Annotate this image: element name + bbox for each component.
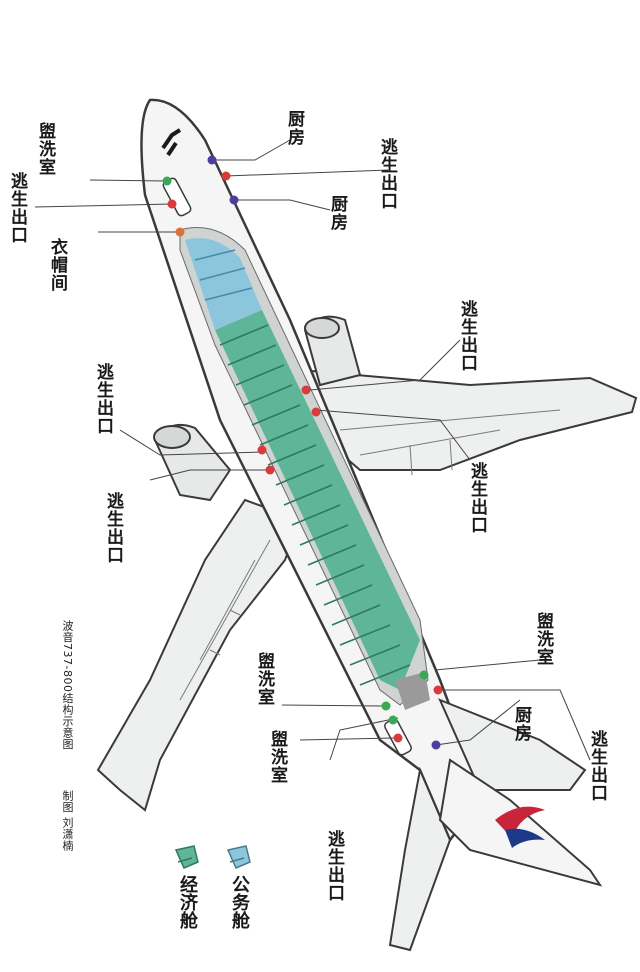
label-galley-rear: 厨房 bbox=[511, 706, 531, 742]
legend-economy-seat-icon bbox=[174, 845, 199, 869]
exit-dot bbox=[167, 199, 177, 209]
galley-dot bbox=[431, 740, 441, 750]
label-exit-rear-right: 逃生出口 bbox=[587, 730, 607, 802]
galley-dot bbox=[229, 195, 239, 205]
exit-dot bbox=[221, 171, 231, 181]
left-wing-detail bbox=[179, 539, 271, 701]
label-galley-front-2: 厨房 bbox=[327, 195, 347, 231]
label-exit-overwing-right-2: 逃生出口 bbox=[467, 462, 487, 534]
label-exit-overwing-left-1: 逃生出口 bbox=[93, 363, 113, 435]
legend-economy-label: 经济舱 bbox=[177, 875, 198, 929]
business-seat-rows bbox=[194, 249, 253, 301]
left-engine-intake bbox=[153, 425, 191, 449]
right-engine-intake bbox=[304, 317, 340, 339]
exit-dot bbox=[393, 733, 403, 743]
right-wing-detail bbox=[339, 409, 561, 476]
label-lavatory-rear-left-2: 盥洗室 bbox=[267, 730, 287, 784]
rear-galley-area bbox=[395, 672, 430, 710]
exit-dot bbox=[265, 465, 275, 475]
label-exit-overwing-left-2: 逃生出口 bbox=[103, 492, 123, 564]
label-exit-rear-left: 逃生出口 bbox=[324, 830, 344, 902]
label-lavatory-front: 盥洗室 bbox=[35, 122, 55, 176]
tail-stabilizer-left bbox=[388, 766, 452, 952]
label-lavatory-rear-right: 盥洗室 bbox=[533, 612, 553, 666]
label-cloakroom: 衣帽间 bbox=[47, 238, 67, 292]
exit-dot bbox=[257, 445, 267, 455]
legend-business-label: 公务舱 bbox=[229, 875, 250, 929]
cloakroom-dot bbox=[175, 227, 185, 237]
exit-dot bbox=[311, 407, 321, 417]
cockpit-window bbox=[161, 128, 182, 157]
exit-dot bbox=[433, 685, 443, 695]
economy-class-zone bbox=[215, 310, 420, 690]
legend-business-seat-icon bbox=[226, 845, 251, 869]
label-exit-front-right: 逃生出口 bbox=[377, 138, 397, 210]
lavatory-dot bbox=[162, 176, 172, 186]
lavatory-dot bbox=[388, 715, 398, 725]
exit-dot bbox=[301, 385, 311, 395]
label-galley-front-1: 厨房 bbox=[284, 110, 304, 146]
economy-seat-rows bbox=[219, 324, 411, 686]
business-class-zone bbox=[185, 238, 262, 330]
lavatory-dot bbox=[381, 701, 391, 711]
right-wing bbox=[298, 368, 638, 471]
tail-logo-blue bbox=[505, 828, 545, 848]
lavatory-dot bbox=[419, 670, 429, 680]
diagram-caption: 波音737-800结构示意图 bbox=[61, 620, 74, 750]
label-exit-overwing-right-1: 逃生出口 bbox=[457, 300, 477, 372]
leader-lines bbox=[34, 139, 591, 761]
galley-dot bbox=[207, 155, 217, 165]
label-lavatory-rear-left-1: 盥洗室 bbox=[254, 652, 274, 706]
label-exit-front-left: 逃生出口 bbox=[7, 172, 27, 244]
diagram-credit: 制图 刘潇楠 bbox=[61, 790, 74, 852]
